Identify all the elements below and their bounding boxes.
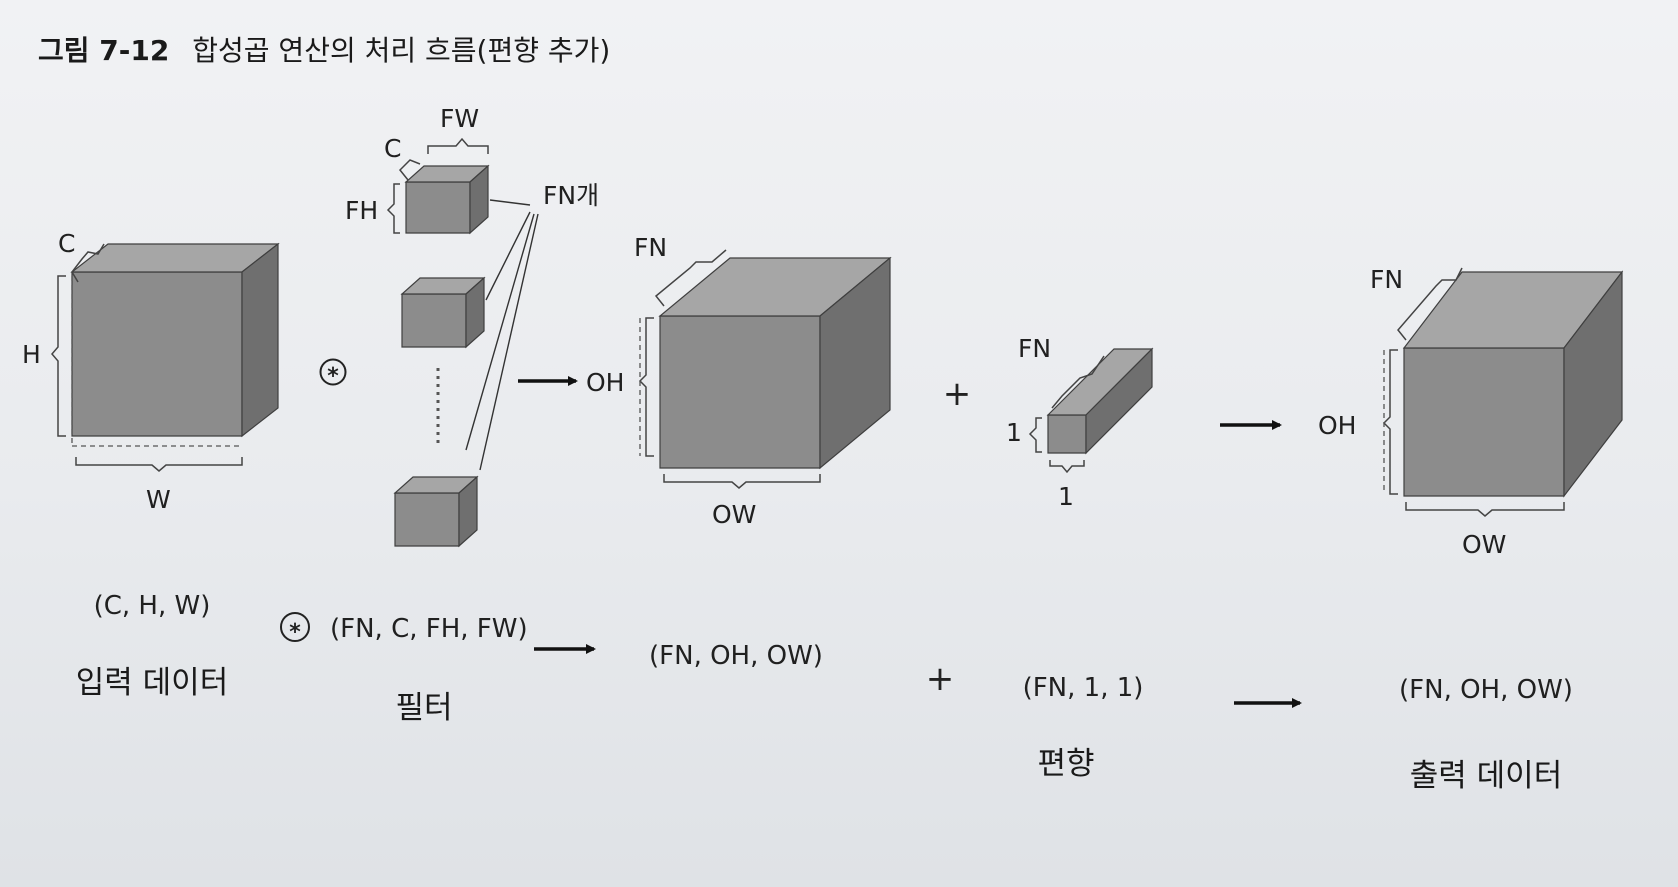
filter-width-brace (427, 137, 489, 154)
bias-depth-brace (1051, 355, 1105, 409)
filter-dim-fh: FH (345, 196, 378, 225)
conv-result-cube (658, 256, 892, 470)
bias-shape-label: (FN, 1, 1) (1023, 673, 1144, 703)
conv-result-side (819, 256, 891, 470)
input-dim-w: W (146, 485, 171, 514)
conv-operator-bottom-symbol: * (289, 620, 301, 645)
conv-result-dim-ow: OW (712, 500, 756, 529)
bias-caption: 편향 (1037, 746, 1094, 782)
input-dim-h: H (22, 340, 41, 369)
input-height-brace (51, 275, 66, 437)
filter-dim-c: C (384, 134, 401, 163)
conv-result-shape-label: (FN, OH, OW) (649, 641, 823, 671)
output-cube-side (1563, 270, 1623, 498)
filter-height-brace (386, 183, 400, 234)
input-shape-label: (C, H, W) (94, 591, 211, 621)
bias-dim-w: 1 (1058, 482, 1074, 511)
conv-result-dim-oh: OH (586, 368, 624, 397)
conv-operator-bottom: * (280, 612, 310, 645)
input-cube-front (71, 271, 243, 437)
bias-block (1046, 347, 1154, 455)
figure-heading: 그림 7-12 합성곱 연산의 처리 흐름(편향 추가) (38, 34, 610, 67)
conv-operator-top: * (319, 358, 347, 389)
input-dim-c: C (58, 229, 75, 258)
filter-dim-fw: FW (440, 104, 479, 133)
filter-cube-2 (400, 276, 486, 349)
conv-operator-bottom-circle (280, 612, 310, 642)
output-dim-oh: OH (1318, 411, 1356, 440)
plus-operator-bottom: + (926, 659, 955, 699)
output-height-brace (1382, 349, 1398, 495)
filter-cubes (393, 164, 490, 548)
conv-result-depth-brace (654, 249, 727, 307)
filter-caption: 필터 (395, 690, 452, 726)
output-dim-fn: FN (1370, 265, 1403, 294)
output-width-brace (1405, 502, 1565, 517)
plus-operator-top: + (943, 374, 972, 414)
input-caption: 입력 데이터 (76, 665, 228, 701)
input-cube-side (241, 242, 279, 438)
filter-cube-last (393, 475, 479, 548)
bias-front (1047, 414, 1087, 454)
bias-dim-h: 1 (1006, 418, 1022, 447)
output-depth-brace (1397, 267, 1463, 341)
figure-number: 그림 7-12 (38, 34, 169, 67)
output-dim-ow: OW (1462, 530, 1506, 559)
filter-shape-label: (FN, C, FH, FW) (330, 614, 528, 644)
input-width-brace (75, 457, 243, 472)
output-caption: 출력 데이터 (1410, 758, 1562, 794)
svg-text:그림 7-12 합성곱 연산의 처리 흐름(편향: 그림 7-12 합성곱 연산의 처리 흐름(편향 추가) (38, 34, 610, 67)
conv-operator-symbol: * (327, 364, 339, 389)
filter-channel-brace (398, 159, 421, 181)
conv-operator-circle (319, 358, 347, 386)
bias-side (1085, 347, 1153, 455)
filter-count-leaders (465, 199, 539, 471)
output-shape-label: (FN, OH, OW) (1399, 675, 1573, 705)
input-channel-brace (71, 243, 105, 283)
bias-height-brace (1028, 417, 1042, 453)
conv-result-front (659, 315, 821, 469)
output-cube-front (1403, 347, 1565, 497)
conv-result-height-brace (638, 317, 654, 457)
output-data-cube (1402, 270, 1624, 498)
filter-cube-1 (404, 164, 490, 235)
figure-title: 합성곱 연산의 처리 흐름(편향 추가) (192, 34, 610, 67)
conv-result-width-brace (663, 474, 821, 489)
bias-dim-fn: FN (1018, 334, 1051, 363)
bias-width-brace (1049, 460, 1085, 474)
filter-count-label: FN개 (543, 181, 599, 210)
input-data-cube (70, 242, 280, 438)
conv-result-dim-fn: FN (634, 233, 667, 262)
